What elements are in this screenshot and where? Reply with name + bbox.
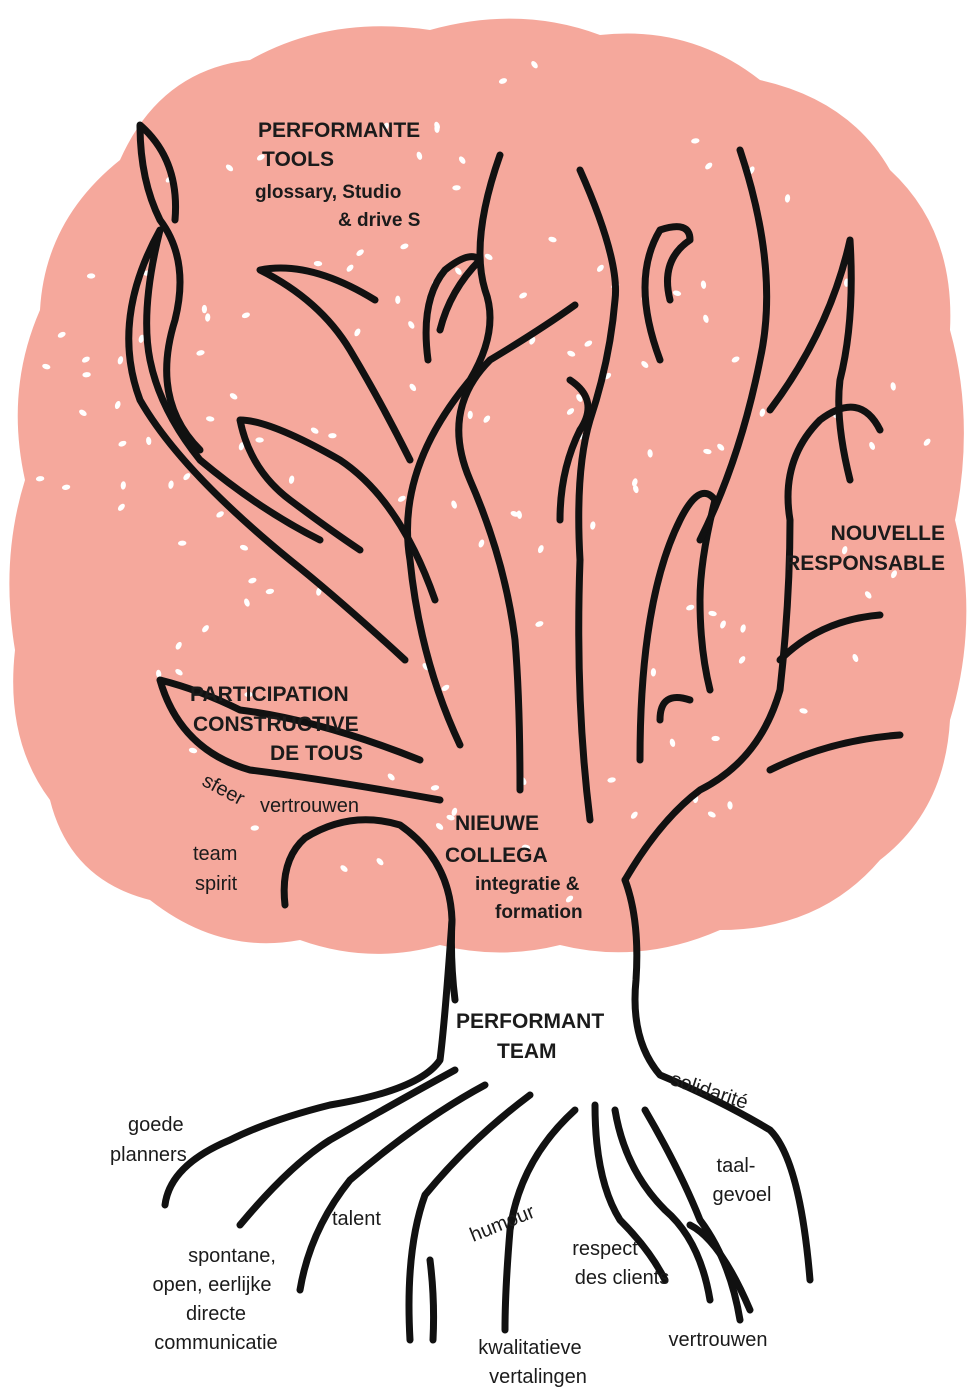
participation-line2: CONSTRUCTIVE [193,713,359,736]
kwalitatieve-line1: kwalitatieve [478,1337,581,1359]
performant-team-line2: TEAM [497,1040,557,1063]
performant-team-line1: PERFORMANT [456,1010,604,1033]
respect-line2: des clients [575,1267,670,1289]
spontane-line2: open, eerlijke [153,1274,272,1296]
taalgevoel-line1: taal- [717,1155,756,1177]
taalgevoel-line2: gevoel [713,1184,772,1206]
performante-tools-line2: TOOLS [262,148,334,171]
kwalitatieve-line2: vertalingen [489,1366,587,1388]
vertrouwen-crown-label: vertrouwen [260,795,359,817]
integratie-line2: formation [495,902,583,923]
spontane-line1: spontane, [188,1245,276,1267]
team-spirit-line1: team [193,843,237,865]
tools-detail-line1: glossary, Studio [255,182,401,203]
respect-line1: respect [572,1238,638,1260]
participation-line1: PARTICIPATION [190,683,349,706]
solidarite-label: solidarité [668,1068,751,1114]
team-spirit-line2: spirit [195,873,238,895]
nouvelle-responsable-line1: NOUVELLE [831,522,945,545]
root-4 [430,1260,434,1340]
crown-dot [395,296,400,304]
nieuwe-collega-line1: NIEUWE [455,812,539,835]
crown-dot [711,736,719,741]
spontane-line4: communicatie [154,1332,277,1354]
crown-dot [202,305,207,313]
trunk-left-lower [165,920,452,1205]
nieuwe-collega-line2: COLLEGA [445,844,548,867]
participation-line3: DE TOUS [270,742,363,765]
talent-label: talent [332,1208,381,1230]
root-2 [300,1085,485,1290]
nouvelle-responsable-line2: RESPONSABLE [785,552,945,575]
performante-tools-line1: PERFORMANTE [258,119,420,142]
integratie-line1: integratie & [475,874,580,895]
vertrouwen-root-label: vertrouwen [669,1329,768,1351]
tools-detail-line2: & drive S [338,210,420,231]
spontane-line3: directe [186,1303,246,1325]
humour-label: humour [467,1201,538,1247]
goede-planners-line2: planners [110,1144,187,1166]
goede-planners-line1: goede [128,1114,184,1136]
